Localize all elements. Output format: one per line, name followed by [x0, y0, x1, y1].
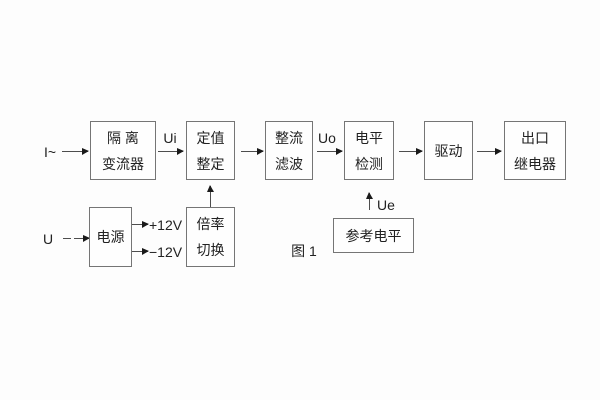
block-ratio-switch: 倍率 切换	[186, 207, 235, 267]
arrow-input-voltage	[74, 235, 90, 242]
block-level-detection: 电平 检测	[344, 121, 394, 180]
label-minus-12v: −12V	[149, 244, 183, 260]
arrow-up-ue	[366, 192, 373, 210]
block-label: 整流	[275, 129, 303, 146]
block-label: 定值	[196, 129, 225, 146]
label-uo: Uo	[318, 130, 336, 146]
arrow-setting-to-rectifier	[241, 148, 264, 155]
block-output-relay: 出口 继电器	[504, 121, 566, 180]
block-label: 整定	[196, 155, 225, 172]
arrow-drive-to-relay	[477, 148, 502, 155]
line-input-voltage-dash	[63, 238, 71, 239]
block-label: 电平	[355, 129, 383, 146]
arrow-uo	[317, 148, 343, 155]
block-label: 参考电平	[345, 227, 402, 244]
block-setpoint-setting: 定值 整定	[186, 121, 235, 180]
block-label: 驱动	[434, 142, 463, 159]
figure-caption: 图 1	[291, 243, 317, 259]
block-power-supply: 电源	[89, 207, 132, 267]
block-isolation-transformer: 隔 离 变流器	[90, 121, 156, 180]
arrow-minus-12v	[132, 248, 149, 255]
block-drive: 驱动	[424, 121, 473, 180]
block-label: 切换	[196, 242, 225, 258]
label-input-current: I~	[43, 144, 57, 160]
block-reference-level: 参考电平	[333, 218, 414, 253]
arrow-up-ratio-to-setting	[207, 185, 214, 207]
arrow-plus-12v	[132, 221, 149, 228]
arrow-ui	[158, 148, 184, 155]
block-label: 继电器	[514, 155, 556, 172]
label-ui: Ui	[163, 130, 177, 146]
arrow-level-to-drive	[399, 148, 423, 155]
block-label: 滤波	[275, 155, 303, 172]
label-input-voltage: U	[42, 231, 54, 247]
block-label: 检测	[355, 155, 383, 172]
label-plus-12v: +12V	[149, 217, 183, 233]
block-label: 变流器	[102, 155, 144, 172]
block-label: 隔 离	[107, 129, 139, 146]
block-label: 出口	[521, 129, 549, 146]
block-label: 电源	[96, 229, 125, 245]
block-label: 倍率	[196, 216, 225, 232]
arrow-input-current	[62, 148, 89, 155]
label-ue: Ue	[377, 197, 395, 213]
block-rectifier-filter: 整流 滤波	[265, 121, 313, 180]
